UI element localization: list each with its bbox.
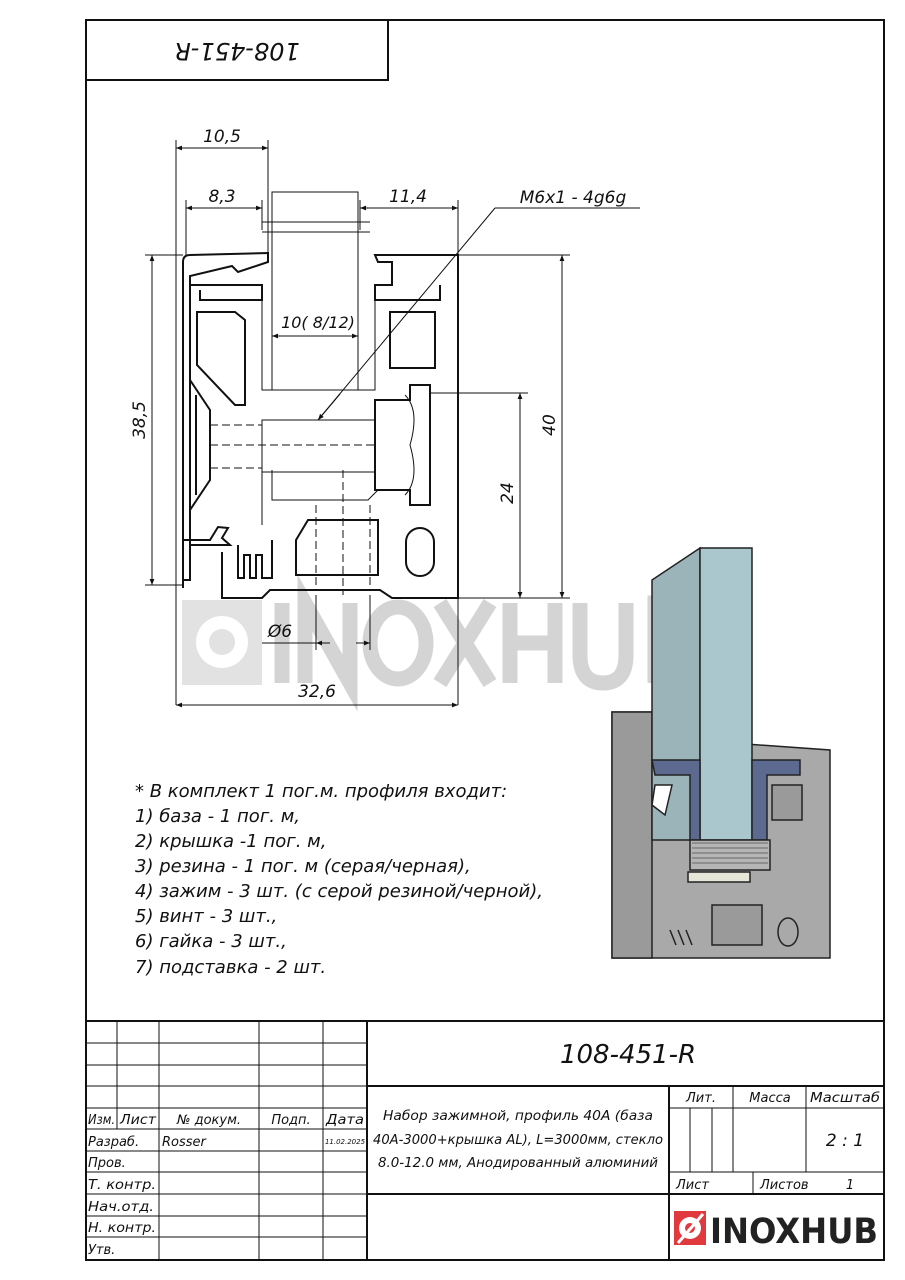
header-change: Изм. <box>88 1113 115 1128</box>
dim-24: 24 <box>498 482 518 504</box>
description-line: 8.0-12.0 мм, Анодированный алюминий <box>378 1156 658 1171</box>
notes-item: 7) подставка - 2 шт. <box>135 957 326 978</box>
dim-38-5: 38,5 <box>130 401 150 439</box>
notes-item: 4) зажим - 3 шт. (с серой резиной/черной… <box>135 881 543 902</box>
notes-item: 1) база - 1 пог. м, <box>135 806 300 827</box>
mass-label: Масса <box>749 1091 790 1106</box>
dim-40: 40 <box>540 414 560 436</box>
notes-item: 5) винт - 3 шт., <box>135 906 277 927</box>
dim-8-3: 8,3 <box>208 187 235 207</box>
row-role: Утв. <box>88 1243 115 1258</box>
row-role: Нач.отд. <box>88 1200 154 1215</box>
title-block: 108-451-R Изм. Лист № докум. Подп. Дата … <box>86 1020 884 1259</box>
developer-name: Rosser <box>162 1135 208 1150</box>
notes-item: 6) гайка - 3 шт., <box>135 931 287 952</box>
dim-10-5: 10,5 <box>203 127 241 147</box>
header-doc-no: № докум. <box>176 1113 241 1128</box>
developer-date: 11.02.2025 <box>325 1138 366 1146</box>
description-line: Набор зажимной, профиль 40А (база <box>383 1109 653 1124</box>
description-line: 40А-3000+крышка AL), L=3000мм, стекло <box>373 1133 663 1148</box>
dim-32-6: 32,6 <box>298 682 336 702</box>
dim-11-4: 11,4 <box>389 187 427 207</box>
row-role: Т. контр. <box>88 1178 156 1193</box>
sheets-value: 1 <box>846 1178 854 1193</box>
header-signature: Подп. <box>271 1113 310 1128</box>
dimensions: 10,5 8,3 11,4 M6x1 - 4g6g 10( 8/12) 38,5… <box>130 127 640 708</box>
notes-item: 3) резина - 1 пог. м (серая/черная), <box>135 856 471 877</box>
sheet-label: Лист <box>675 1178 709 1193</box>
inoxhub-logo: INOXHUB <box>674 1211 878 1252</box>
corner-code-box: 108-451-R <box>85 19 389 81</box>
notes: * В комплект 1 пог.м. профиля входит: 1)… <box>135 781 543 978</box>
dim-diameter-6: Ø6 <box>267 622 292 642</box>
header-date: Дата <box>325 1113 364 1128</box>
row-role: Н. контр. <box>88 1221 156 1236</box>
row-role: Разраб. <box>88 1135 139 1150</box>
sheet-frame <box>85 19 885 1261</box>
profile-3d-render <box>611 546 831 959</box>
header-sheet: Лист <box>119 1113 157 1128</box>
lit-label: Лит. <box>685 1091 716 1106</box>
dim-glass-gap: 10( 8/12) <box>281 313 355 332</box>
sheets-label: Листов <box>759 1178 809 1193</box>
scale-value: 2 : 1 <box>826 1131 864 1151</box>
scale-label: Масштаб <box>810 1091 880 1106</box>
logo-text: INOXHUB <box>710 1212 878 1252</box>
row-role: Пров. <box>88 1156 126 1171</box>
notes-item: 2) крышка -1 пог. м, <box>135 831 326 852</box>
profile-section <box>182 191 459 599</box>
notes-title: * В комплект 1 пог.м. профиля входит: <box>135 781 507 802</box>
corner-code: 108-451-R <box>174 37 300 65</box>
doc-number: 108-451-R <box>560 1040 696 1070</box>
thread-spec: M6x1 - 4g6g <box>520 188 627 208</box>
